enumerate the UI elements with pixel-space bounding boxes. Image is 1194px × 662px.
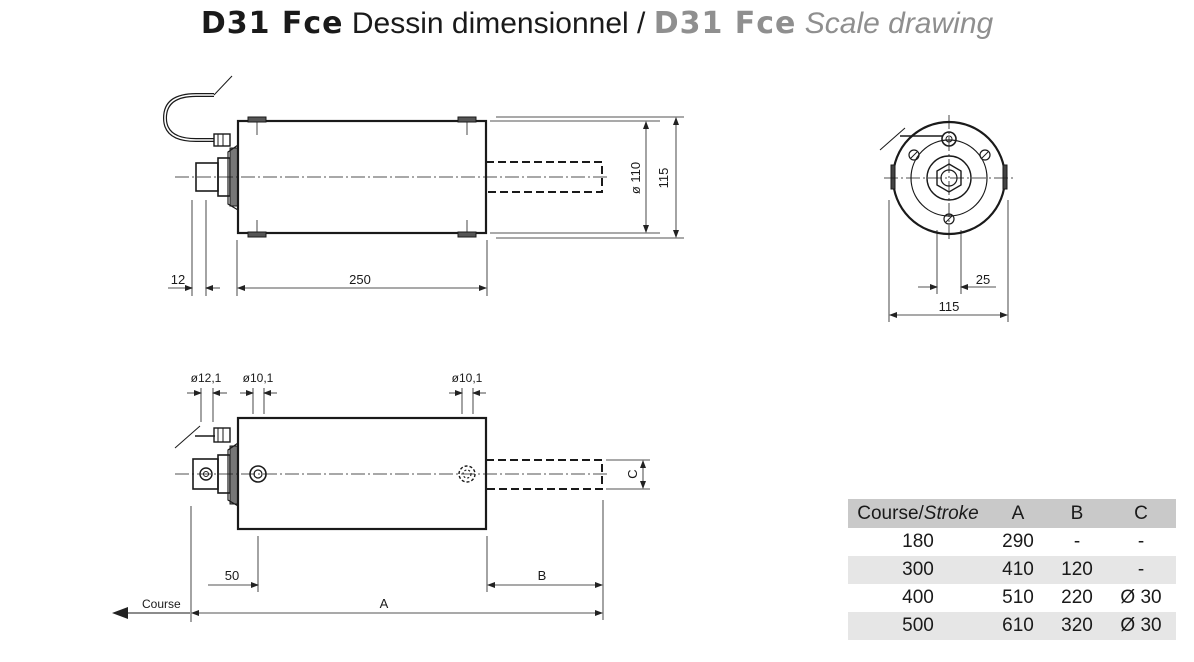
cell-c: Ø 30 — [1120, 587, 1162, 608]
table-row: 400 510 220 Ø 30 — [848, 584, 1176, 612]
table-row: 180 290 - - — [848, 528, 1176, 556]
side-view — [162, 75, 684, 296]
dim-115-side-label: 115 — [656, 168, 671, 189]
dim-B-label: B — [538, 568, 547, 583]
cell-c: - — [1106, 556, 1176, 584]
cell-b: - — [1073, 531, 1081, 552]
cable-gland — [213, 133, 231, 147]
stroke-dimension-table: Course/Stroke A B C 180 290 - - 300 410 … — [848, 499, 1176, 640]
dim-d12-1-label: ø12,1 — [191, 371, 222, 385]
title-model-fr: D31 Fce — [200, 6, 344, 41]
cell-b: 120 — [1048, 556, 1106, 584]
dim-50-label: 50 — [225, 568, 239, 583]
cell-c: Ø 30 — [1106, 612, 1176, 640]
cable-gland-bottom — [213, 427, 231, 443]
header-b: B — [1048, 499, 1106, 528]
cell-stroke: 400 — [902, 587, 934, 608]
header-a: A — [988, 499, 1048, 528]
dim-25-label: 25 — [976, 272, 990, 287]
cell-a: 410 — [988, 556, 1048, 584]
dim-d10-1-left-label: ø10,1 — [243, 371, 274, 385]
course-label: Course — [142, 597, 181, 611]
table-header-row: Course/Stroke A B C — [848, 499, 1176, 528]
cell-b: 220 — [1061, 587, 1093, 608]
dim-d10-1-right-label: ø10,1 — [452, 371, 483, 385]
cell-stroke: 500 — [848, 612, 988, 640]
bottom-view — [112, 388, 650, 622]
motor-body-bottom — [236, 416, 488, 531]
table-row: 500 610 320 Ø 30 — [848, 612, 1176, 640]
header-course: Course/ — [857, 502, 924, 524]
drawing-title: D31 Fce Dessin dimensionnel / D31 Fce Sc… — [0, 6, 1194, 41]
header-c: C — [1106, 499, 1176, 528]
cell-b: 320 — [1048, 612, 1106, 640]
title-text-en: Scale drawing — [804, 7, 994, 40]
cell-a: 610 — [988, 612, 1048, 640]
table-row: 300 410 120 - — [848, 556, 1176, 584]
cell-a: 510 — [1002, 587, 1034, 608]
cell-c: - — [1137, 531, 1145, 552]
header-course-stroke: Course/Stroke — [848, 499, 988, 528]
cell-stroke: 180 — [902, 531, 934, 552]
cell-a: 290 — [1002, 531, 1034, 552]
title-text-fr: Dessin dimensionnel / — [343, 7, 654, 40]
dim-250-label: 250 — [349, 272, 371, 287]
cell-stroke: 300 — [848, 556, 988, 584]
end-view — [879, 115, 1014, 322]
dim-A-label: A — [380, 596, 389, 611]
piston-rod-extended — [486, 161, 603, 193]
dim-115-end-label: 115 — [939, 299, 960, 314]
piston-rod-bottom — [486, 459, 603, 490]
header-stroke: Stroke — [923, 502, 979, 524]
dim-d110-label: ø 110 — [628, 162, 643, 194]
dim-12-label: 12 — [171, 272, 185, 287]
title-model-en: D31 Fce — [653, 6, 797, 41]
dim-C-label: C — [625, 469, 640, 478]
